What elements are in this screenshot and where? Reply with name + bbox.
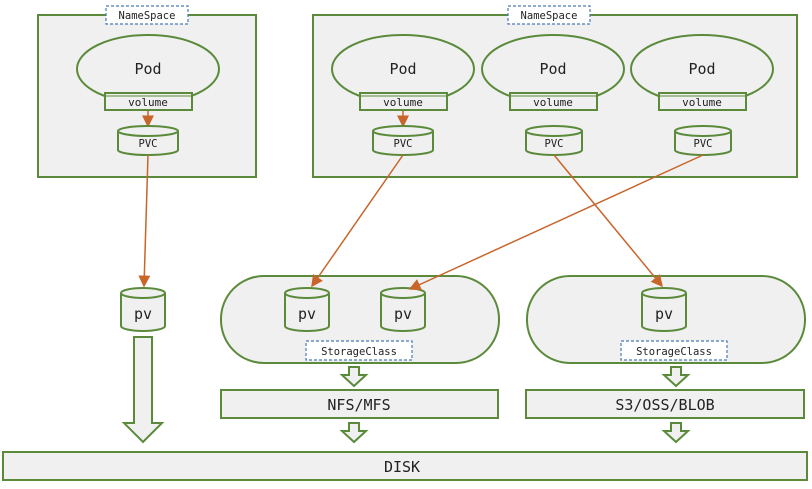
down-arrow-large: [121, 336, 165, 444]
pvc-label: PVC: [545, 138, 564, 150]
pvc-to-pv-arrow: [408, 154, 704, 291]
storageclass-label: StorageClass: [321, 346, 397, 358]
pvc-to-pv-arrow: [553, 154, 663, 288]
backend-box-s3: [525, 389, 805, 419]
down-arrow-small: [661, 366, 691, 388]
pod-label: Pod: [134, 60, 161, 78]
pvc-label: PVC: [139, 138, 158, 150]
pod-label: Pod: [389, 60, 416, 78]
pv-label: pv: [298, 305, 316, 323]
namespace-label: NameSpace: [521, 10, 578, 22]
pvc-cylinder: PVC: [117, 125, 179, 156]
pv-cylinder: pv: [120, 287, 166, 332]
volume-box: [658, 92, 747, 111]
backend-box-nfs: [220, 389, 499, 419]
disk-label: DISK: [384, 458, 420, 476]
pod-label: Pod: [539, 60, 566, 78]
pvc-cylinder: PVC: [525, 125, 583, 156]
pv-label: pv: [134, 305, 152, 323]
down-arrow-small: [339, 366, 369, 388]
pv-label: pv: [394, 305, 412, 323]
pv-cylinder: pv: [284, 287, 330, 332]
pvc-cylinder: PVC: [372, 125, 434, 156]
backend-label: NFS/MFS: [327, 396, 390, 414]
volume-label: volume: [383, 96, 423, 109]
pod-label: Pod: [688, 60, 715, 78]
pvc-to-pv-arrow: [138, 154, 151, 288]
down-arrow-small: [661, 422, 691, 444]
volume-label: volume: [682, 96, 722, 109]
pvc-label: PVC: [694, 138, 713, 150]
volume-label: volume: [533, 96, 573, 109]
storageclass-label: StorageClass: [636, 346, 712, 358]
pvc-label: PVC: [394, 138, 413, 150]
backend-label: S3/OSS/BLOB: [615, 396, 714, 414]
pvc-cylinder: PVC: [674, 125, 732, 156]
volume-box: [104, 92, 193, 111]
disk-bar: [2, 451, 808, 481]
pvc-to-pv-arrow: [311, 154, 404, 288]
volume-box: [509, 92, 598, 111]
down-arrow-small: [339, 422, 369, 444]
pv-label: pv: [655, 305, 673, 323]
pv-cylinder: pv: [380, 287, 426, 332]
volume-box: [359, 92, 448, 111]
namespace-label: NameSpace: [119, 10, 176, 22]
volume-label: volume: [128, 96, 168, 109]
pv-cylinder: pv: [641, 287, 687, 332]
